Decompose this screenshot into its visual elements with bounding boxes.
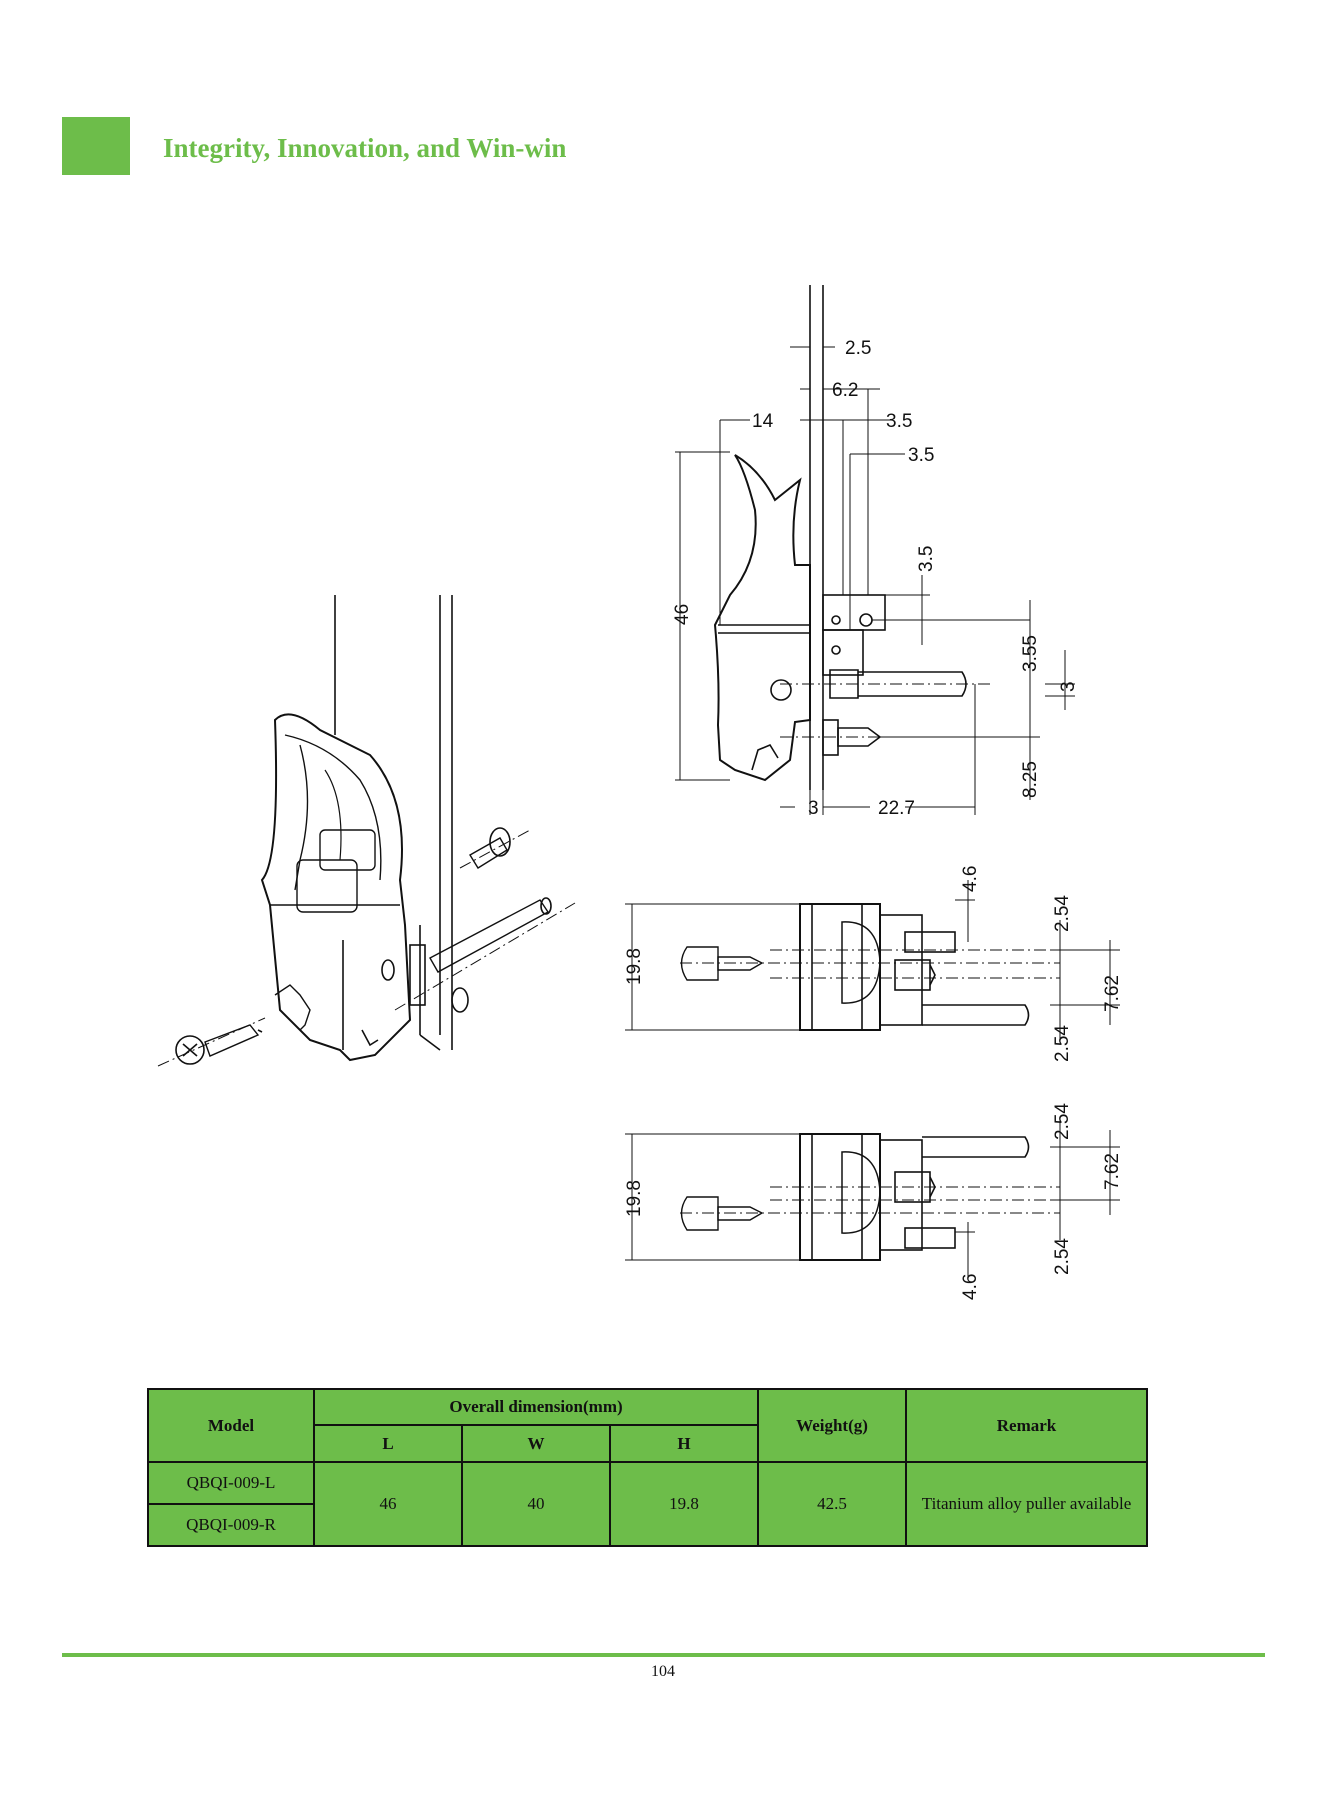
header-overall-dimension: Overall dimension(mm) [312,1388,760,1426]
spec-table: Model Overall dimension(mm) Weight(g) Re… [147,1388,1149,1547]
dim-3-5-c: 3.5 [916,546,937,572]
dim-2-54-top-a: 2.54 [1052,895,1073,932]
header-weight: Weight(g) [757,1388,908,1463]
dim-6-2: 6.2 [832,380,858,401]
dim-14: 14 [752,411,774,432]
dim-2-54-bottom-a: 2.54 [1052,1103,1073,1140]
bottom-plan-dimensions: 2.54 19.8 7.62 2.54 4.6 [624,1103,1123,1300]
dim-22-7: 22.7 [878,798,915,819]
dim-2-54-bottom-b: 2.54 [1052,1238,1073,1275]
dim-4-6-top: 4.6 [960,866,981,892]
value-l: 46 [313,1461,463,1547]
header-accent-block [62,117,130,175]
dim-46: 46 [672,604,693,625]
header-l: L [313,1424,463,1463]
top-plan-view [680,903,1060,1031]
model-cell-right: QBQI-009-R [147,1503,315,1547]
page-number: 104 [651,1663,675,1680]
value-remark: Titanium alloy puller available [905,1461,1149,1547]
technical-drawing: 2.5 6.2 14 3.5 3.5 3.5 46 3.55 3 8.25 3 … [157,285,1123,1300]
dim-7-62-top: 7.62 [1102,975,1123,1012]
dim-3-55: 3.55 [1020,635,1041,672]
dim-2-5: 2.5 [845,338,871,359]
dim-19-8-bottom: 19.8 [624,1180,645,1217]
isometric-view [157,595,576,1067]
side-view-dimensions: 2.5 6.2 14 3.5 3.5 3.5 46 3.55 3 8.25 3 … [672,338,1079,819]
dim-3-vertical: 3 [1058,681,1079,692]
header-w: W [461,1424,611,1463]
bottom-plan-view [680,1133,1060,1261]
value-w: 40 [461,1461,611,1547]
top-plan-dimensions: 4.6 19.8 2.54 7.62 2.54 [624,866,1123,1062]
header-model: Model [147,1388,315,1463]
value-weight: 42.5 [757,1461,908,1547]
dim-3-horizontal: 3 [808,798,819,819]
dim-4-6-bottom: 4.6 [960,1274,981,1300]
side-view [713,285,990,790]
dim-19-8-top: 19.8 [624,948,645,985]
value-h: 19.8 [608,1461,760,1547]
page-title: Integrity, Innovation, and Win-win [163,133,567,163]
dim-3-5-b: 3.5 [908,445,934,466]
dim-7-62-bottom: 7.62 [1102,1153,1123,1190]
dim-2-54-top-b: 2.54 [1052,1025,1073,1062]
header-h: H [608,1424,760,1463]
dim-8-25: 8.25 [1020,761,1041,798]
header-remark: Remark [905,1388,1149,1463]
dim-3-5-a: 3.5 [886,411,912,432]
footer-divider [62,1653,1265,1657]
model-cell-left: QBQI-009-L [147,1461,315,1505]
